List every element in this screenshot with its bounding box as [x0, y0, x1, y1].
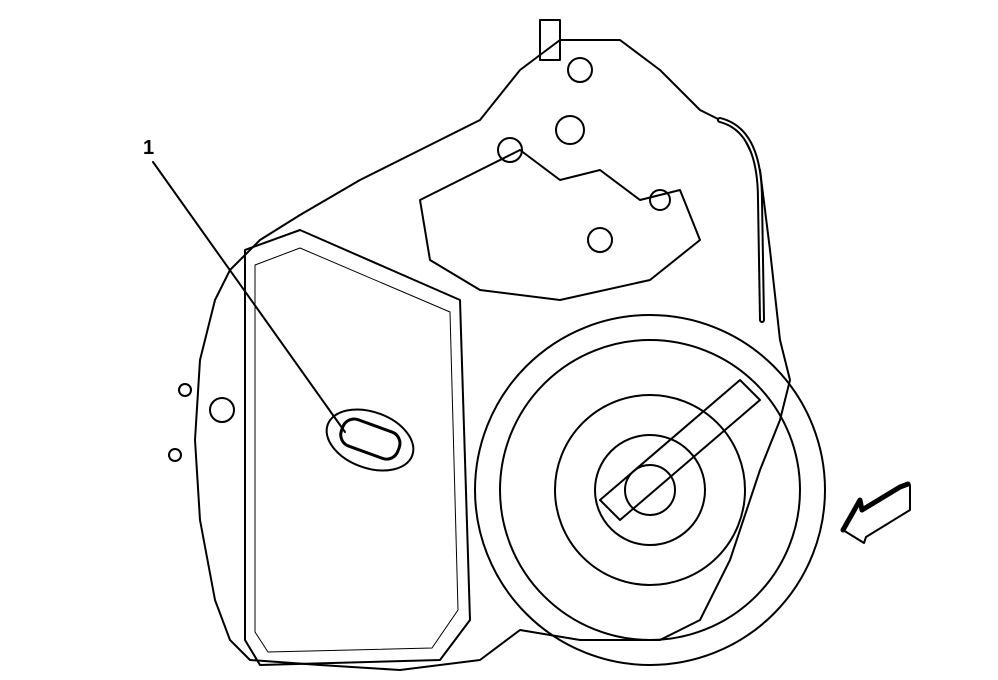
callout-leader-line — [152, 161, 346, 433]
front-of-vehicle-arrow — [840, 481, 911, 544]
callout-label-1: 1 — [143, 137, 155, 159]
electrical-connector — [325, 408, 415, 472]
